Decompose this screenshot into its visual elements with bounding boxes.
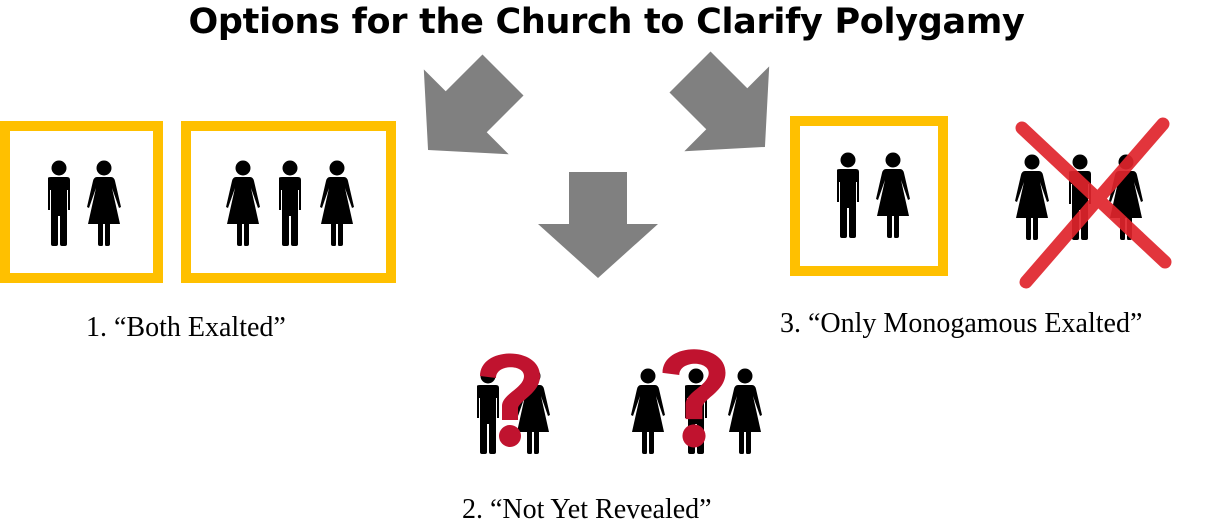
option-1-monogamous-couple bbox=[0, 121, 163, 283]
frame bbox=[0, 121, 163, 283]
question-mark-icon bbox=[662, 349, 726, 448]
woman-icon bbox=[876, 152, 910, 238]
cross-icon bbox=[1015, 117, 1172, 289]
woman-icon bbox=[320, 160, 354, 246]
man-icon bbox=[48, 160, 70, 246]
option-3-label: 3. “Only Monogamous Exalted” bbox=[780, 308, 1143, 339]
option-2-monogamous-couple bbox=[477, 353, 550, 454]
woman-icon bbox=[728, 368, 762, 454]
option-3-polygamous-family bbox=[1015, 117, 1172, 289]
option-1-polygamous-family bbox=[181, 121, 396, 283]
arrow-icon bbox=[385, 32, 546, 193]
woman-icon bbox=[1015, 154, 1049, 240]
frame bbox=[181, 121, 396, 283]
man-icon bbox=[279, 160, 301, 246]
frame bbox=[790, 116, 948, 276]
option-1-label: 1. “Both Exalted” bbox=[86, 312, 286, 343]
man-icon bbox=[477, 368, 499, 454]
arrow-icon bbox=[538, 172, 658, 278]
diagram-title: Options for the Church to Clarify Polyga… bbox=[188, 2, 1025, 42]
woman-icon bbox=[226, 160, 260, 246]
woman-icon bbox=[87, 160, 121, 246]
option-2-polygamous-family bbox=[631, 349, 762, 454]
man-icon bbox=[837, 152, 859, 238]
option-2-label: 2. “Not Yet Revealed” bbox=[462, 494, 712, 525]
woman-icon bbox=[631, 368, 665, 454]
arrow-icon bbox=[647, 29, 808, 190]
option-3-monogamous-couple bbox=[790, 116, 948, 276]
